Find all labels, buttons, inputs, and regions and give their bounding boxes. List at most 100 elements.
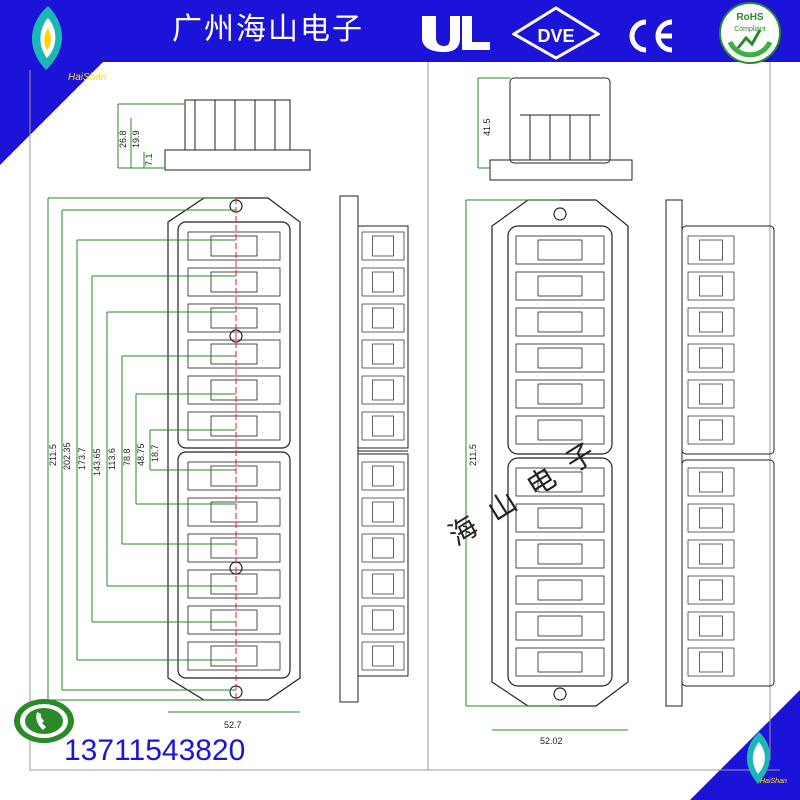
right-side-view	[665, 199, 775, 707]
logo-text-small: HaiShan	[760, 778, 787, 785]
left-length-dim-6: 78.8	[122, 448, 132, 466]
fuse-slot	[515, 415, 605, 445]
fuse-slot	[515, 647, 605, 677]
fuse-slot-inner	[699, 615, 723, 637]
fuse-slot-inner	[210, 465, 258, 487]
fuse-slot-inner	[372, 465, 394, 487]
left-width-dim: 52.7	[224, 720, 242, 730]
fuse-slot-inner	[210, 537, 258, 559]
fuse-slot	[687, 343, 735, 373]
fuse-slot-inner	[699, 311, 723, 333]
fuse-slot	[361, 339, 405, 369]
fuse-slot	[515, 575, 605, 605]
fuse-slot	[361, 569, 405, 599]
left-side-slots	[361, 231, 405, 671]
rohs-title: RoHS	[736, 12, 764, 23]
fuse-slot	[361, 533, 405, 563]
left-length-dim-4: 143.65	[92, 448, 102, 476]
fuse-slot-inner	[699, 471, 723, 493]
fuse-slot-inner	[210, 645, 258, 667]
left-length-dim-8: 18.7	[150, 444, 160, 462]
fuse-slot	[361, 231, 405, 261]
fuse-slot	[187, 569, 281, 599]
fuse-slot-inner	[372, 573, 394, 595]
fuse-slot-inner	[210, 501, 258, 523]
corner-decoration-bottom-right	[690, 690, 800, 800]
fuse-slot	[361, 641, 405, 671]
fuse-slot	[687, 415, 735, 445]
haishan-logo-icon	[31, 6, 62, 70]
fuse-slot-inner	[537, 471, 583, 493]
fuse-slot	[361, 461, 405, 491]
company-name: 广州海山电子	[172, 12, 364, 47]
fuse-slot-inner	[210, 307, 258, 329]
fuse-slot	[687, 503, 735, 533]
right-length-dimension-lines	[465, 199, 628, 731]
fuse-slot-inner	[537, 347, 583, 369]
fuse-slot	[687, 235, 735, 265]
fuse-slot-inner	[537, 419, 583, 441]
left-side-view	[339, 195, 409, 703]
fuse-slot	[515, 467, 605, 497]
fuse-slot-inner	[537, 239, 583, 261]
fuse-slot-inner	[372, 379, 394, 401]
fuse-slot	[187, 461, 281, 491]
right-top-profile	[489, 77, 633, 181]
fuse-slot-inner	[210, 415, 258, 437]
fuse-slot	[361, 605, 405, 635]
fuse-slot	[687, 467, 735, 497]
fuse-slot-inner	[372, 537, 394, 559]
fuse-slot-inner	[372, 609, 394, 631]
fuse-slot	[187, 411, 281, 441]
left-length-dim-3: 173.7	[77, 447, 87, 470]
left-top-dim-3: 7.1	[144, 153, 154, 166]
haishan-logo-icon-small	[746, 732, 771, 784]
fuse-slot-inner	[699, 275, 723, 297]
left-length-dim-5: 113.6	[107, 448, 117, 470]
rohs-badge-icon	[719, 2, 781, 64]
fuse-slot	[515, 379, 605, 409]
fuse-slot-inner	[537, 543, 583, 565]
fuse-slot	[187, 533, 281, 563]
fuse-slot-inner	[699, 239, 723, 261]
left-top-profile	[164, 99, 311, 171]
fuse-slot-inner	[372, 235, 394, 257]
fuse-slot	[361, 303, 405, 333]
right-side-slots	[687, 235, 735, 677]
fuse-slot-inner	[537, 311, 583, 333]
phone-icon	[14, 699, 74, 743]
fuse-slot	[187, 375, 281, 405]
fuse-slot	[187, 497, 281, 527]
fuse-slot	[515, 503, 605, 533]
fuse-slot	[187, 303, 281, 333]
right-top-dim-1: 41.5	[482, 118, 492, 136]
left-fuse-slots	[187, 231, 281, 671]
fuse-slot-inner	[372, 307, 394, 329]
ce-mark-icon	[629, 19, 673, 53]
fuse-slot	[187, 339, 281, 369]
fuse-slot-inner	[537, 615, 583, 637]
fuse-slot-inner	[372, 501, 394, 523]
fuse-slot-inner	[537, 579, 583, 601]
left-length-dim-2: 202.35	[62, 442, 72, 470]
fuse-slot	[687, 307, 735, 337]
rohs-subtitle: Compliant	[734, 26, 766, 33]
fuse-slot	[515, 539, 605, 569]
fuse-slot	[687, 379, 735, 409]
fuse-slot-inner	[372, 271, 394, 293]
ul-mark-icon	[422, 16, 490, 52]
right-width-dim: 52.02	[540, 736, 563, 746]
fuse-slot	[361, 267, 405, 297]
right-length-dim-1: 211.5	[468, 444, 478, 466]
fuse-slot	[687, 611, 735, 641]
left-top-dim-2: 19.9	[131, 130, 141, 148]
left-length-dim-1: 211.5	[48, 444, 58, 466]
fuse-slot	[515, 307, 605, 337]
fuse-slot-inner	[537, 383, 583, 405]
logo-text: HaiShan	[68, 72, 107, 83]
left-length-dimension-lines	[47, 197, 300, 713]
phone-number: 13711543820	[64, 734, 246, 767]
left-top-dimension-lines	[117, 103, 185, 169]
fuse-slot	[361, 375, 405, 405]
